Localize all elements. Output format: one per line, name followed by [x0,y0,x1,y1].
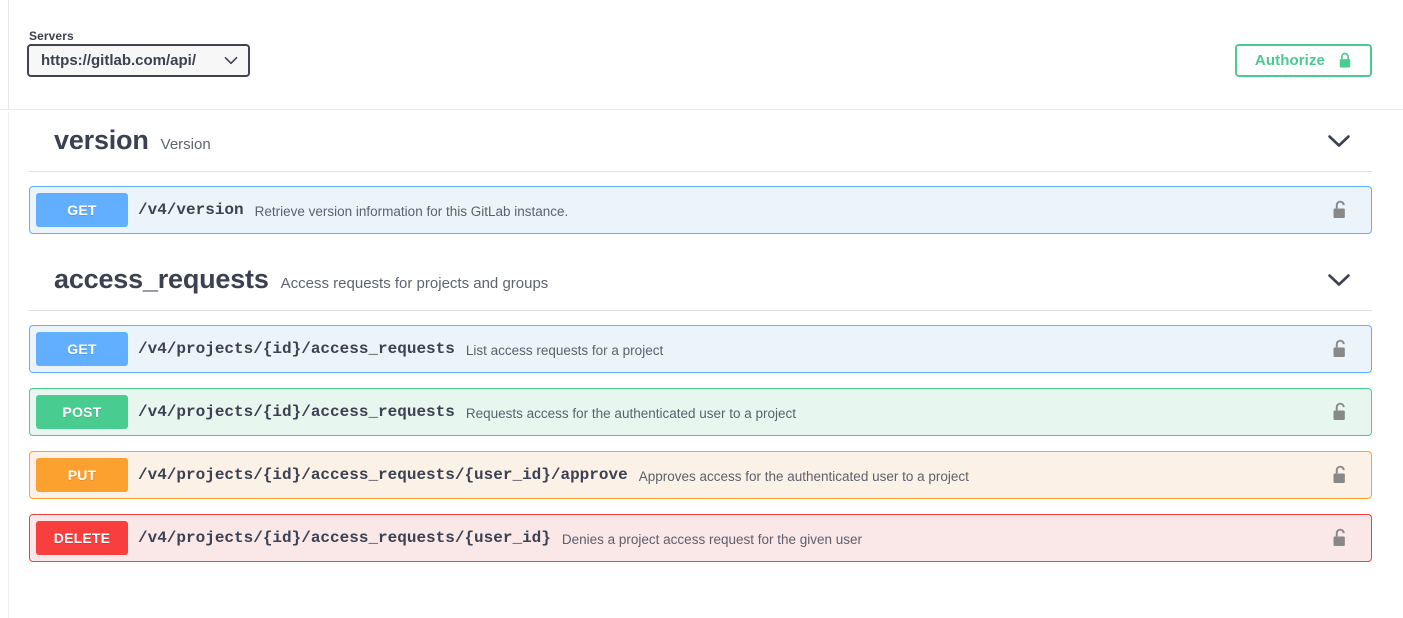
authorize-button[interactable]: Authorize [1234,44,1372,77]
lock-open-icon[interactable] [1332,200,1349,220]
operation-summary: Requests access for the authenticated us… [465,405,797,421]
operation-path: /v4/version [138,201,244,219]
opblock-put[interactable]: PUT/v4/projects/{id}/access_requests/{us… [29,451,1372,499]
lock-open-icon[interactable] [1332,339,1349,359]
opblock-delete[interactable]: DELETE/v4/projects/{id}/access_requests/… [29,514,1372,562]
scheme-container: Servers https://gitlab.com/api/ Authoriz… [0,0,1403,110]
tag-name: access_requests [54,264,269,294]
operation-method-badge: POST [36,395,128,429]
operation-summary: Approves access for the authenticated us… [638,468,969,484]
lock-open-icon[interactable] [1332,528,1349,548]
authorize-button-label: Authorize [1254,52,1325,69]
left-edge-rule [8,0,9,110]
operation-method-badge: GET [36,332,128,366]
chevron-down-icon [224,56,238,65]
operation-path: /v4/projects/{id}/access_requests [138,340,455,358]
operation-path: /v4/projects/{id}/access_requests/{user_… [138,466,628,484]
opblock-tag-header-access_requests[interactable]: access_requests Access requests for proje… [29,249,1372,311]
server-select-value: https://gitlab.com/api/ [41,52,197,69]
operation-summary: Denies a project access request for the … [561,531,863,547]
opblock-post[interactable]: POST/v4/projects/{id}/access_requests Req… [29,388,1372,436]
opblock-get[interactable]: GET/v4/version Retrieve version informati… [29,186,1372,234]
operation-summary: List access requests for a project [465,342,664,358]
opblock-tag-header-version[interactable]: version Version [29,110,1372,172]
chevron-down-icon [1328,134,1350,147]
lock-open-icon[interactable] [1332,402,1349,422]
tag-description: Access requests for projects and groups [280,274,549,292]
chevron-down-icon [1328,273,1350,286]
left-edge-rule-lower [8,112,9,618]
tag-description: Version [160,135,211,153]
opblock-get[interactable]: GET/v4/projects/{id}/access_requests List… [29,325,1372,373]
tag-name: version [54,125,149,155]
operation-path: /v4/projects/{id}/access_requests [138,403,455,421]
operation-method-badge: PUT [36,458,128,492]
lock-closed-icon [1339,52,1351,68]
servers-label: Servers [29,29,74,43]
opblock-tag-section: access_requests Access requests for proje… [29,249,1372,562]
server-select[interactable]: https://gitlab.com/api/ [27,44,250,77]
operation-method-badge: GET [36,193,128,227]
operation-summary: Retrieve version information for this Gi… [254,203,569,219]
lock-open-icon[interactable] [1332,465,1349,485]
operation-path: /v4/projects/{id}/access_requests/{user_… [138,529,551,547]
operation-method-badge: DELETE [36,521,128,555]
